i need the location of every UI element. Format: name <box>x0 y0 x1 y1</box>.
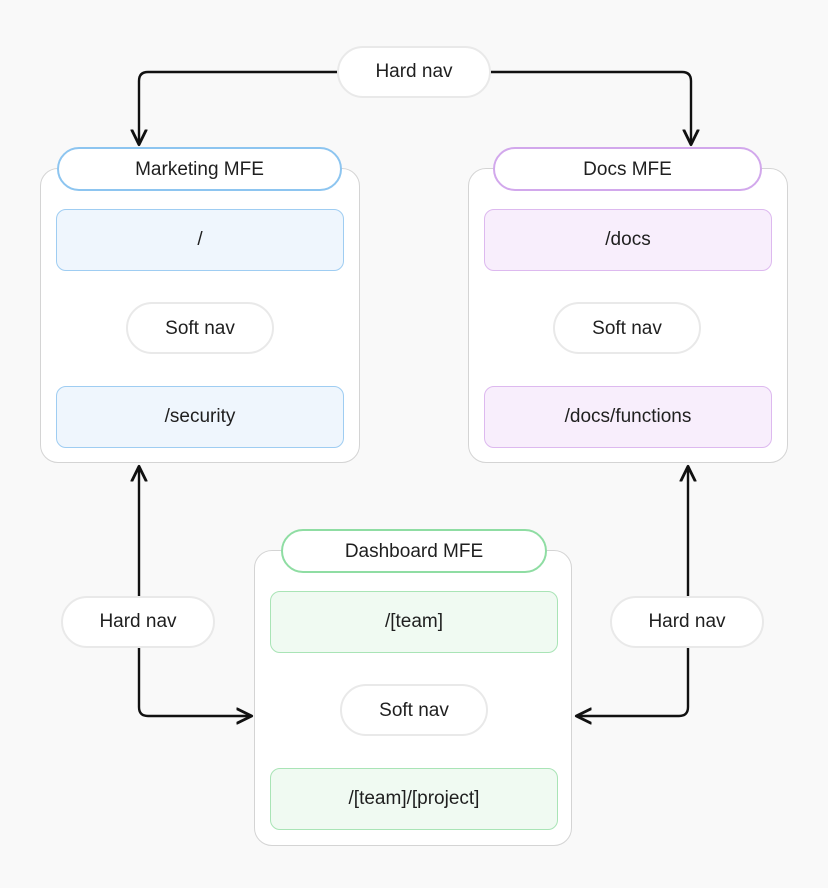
edge-hardnav-to-marketing <box>139 70 339 144</box>
edge-right-hardnav-to-dashboard <box>577 646 690 716</box>
soft-nav-pill-marketing[interactable]: Soft nav <box>126 302 274 354</box>
hard-nav-left-pill[interactable]: Hard nav <box>61 596 215 648</box>
mfe-header-marketing[interactable]: Marketing MFE <box>57 147 342 191</box>
hard-nav-right-pill[interactable]: Hard nav <box>610 596 764 648</box>
edge-hardnav-to-docs <box>489 70 691 144</box>
soft-nav-pill-dashboard[interactable]: Soft nav <box>340 684 488 736</box>
route-box-docs-root[interactable]: /docs <box>484 209 772 271</box>
edge-left-hardnav-to-dashboard <box>137 646 251 716</box>
hard-nav-top-pill[interactable]: Hard nav <box>337 46 491 98</box>
route-box-dashboard-team[interactable]: /[team] <box>270 591 558 653</box>
route-box-dashboard-team-project[interactable]: /[team]/[project] <box>270 768 558 830</box>
mfe-header-docs[interactable]: Docs MFE <box>493 147 762 191</box>
route-box-marketing-root[interactable]: / <box>56 209 344 271</box>
mfe-header-dashboard[interactable]: Dashboard MFE <box>281 529 547 573</box>
soft-nav-pill-docs[interactable]: Soft nav <box>553 302 701 354</box>
route-box-marketing-security[interactable]: /security <box>56 386 344 448</box>
route-box-docs-functions[interactable]: /docs/functions <box>484 386 772 448</box>
